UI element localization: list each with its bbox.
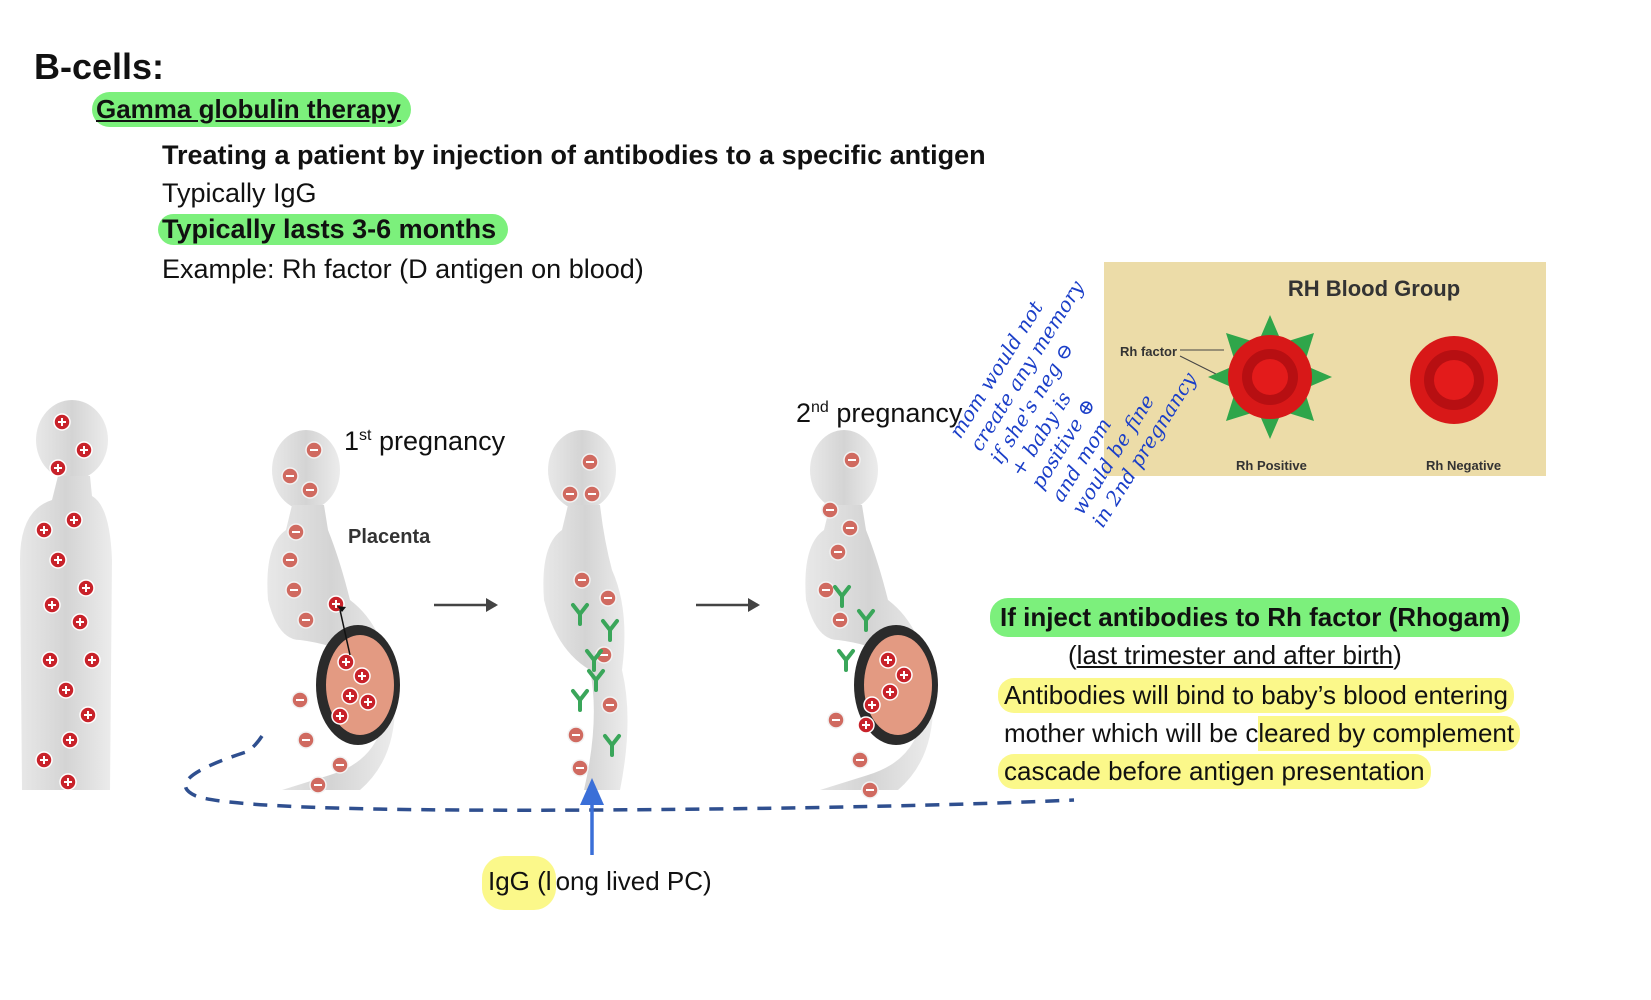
gamma-globulin-heading: Gamma globulin therapy (92, 92, 411, 127)
definition-text: Treating a patient by injection of antib… (162, 140, 986, 170)
rhogam-heading: If inject antibodies to Rh factor (Rhoga… (990, 598, 1520, 637)
rh-positive-cell (1208, 315, 1332, 439)
rh-positive-label: Rh Positive (1236, 458, 1307, 473)
dashed-pathway-line (183, 735, 1075, 812)
rh-negative-cell (1410, 336, 1498, 424)
second-pregnancy-label: 2nd pregnancy (796, 398, 963, 428)
timing-note: (last trimester and after birth) (1068, 640, 1402, 670)
rhogam-explanation-line-3: cascade before antigen presentation (998, 754, 1431, 789)
example-text: Example: Rh factor (D antigen on blood) (162, 254, 644, 284)
rhogam-explanation-line-1: Antibodies will bind to baby’s blood ent… (998, 678, 1514, 713)
rh-negative-label: Rh Negative (1426, 458, 1502, 473)
rh-blood-group-figure: RH Blood Group Rh factor Rh Positive Rh … (1104, 262, 1546, 476)
rh-figure-title: RH Blood Group (1287, 276, 1461, 301)
page-title: B-cells: (34, 46, 165, 87)
rhogam-explanation-line-2: mother which will be cleared by compleme… (998, 716, 1521, 751)
first-pregnancy-label: 1st pregnancy (344, 426, 506, 456)
male-figure (20, 400, 112, 790)
placenta-label: Placenta (348, 526, 431, 548)
duration-text: Typically lasts 3-6 months (158, 214, 509, 245)
igg-text: Typically IgG (162, 178, 317, 208)
rh-factor-label: Rh factor (1120, 344, 1178, 359)
